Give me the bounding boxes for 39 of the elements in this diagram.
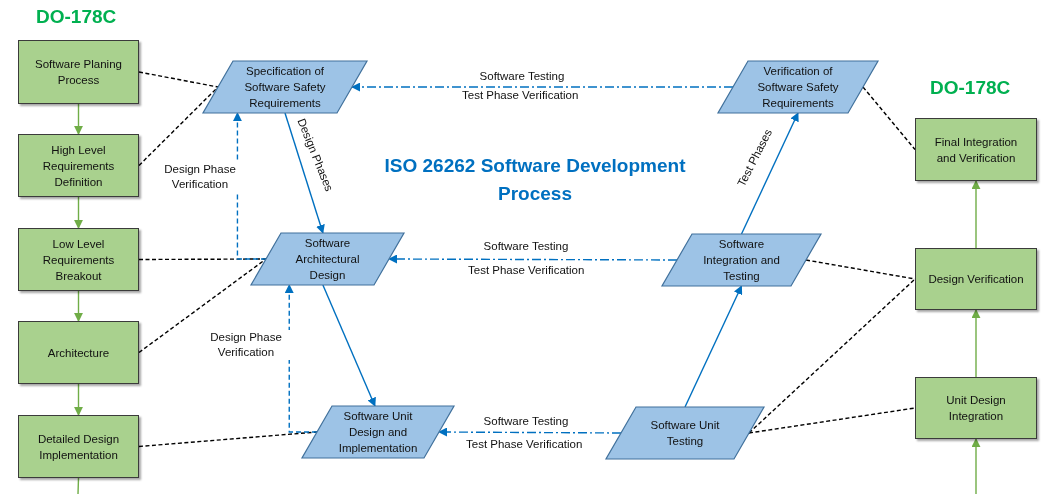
process-box: Low Level Requirements Breakout: [18, 228, 139, 291]
connector-line: [748, 407, 916, 434]
connector-line: [748, 278, 916, 434]
process-box: Software Planing Process: [18, 40, 139, 104]
diagram-title: ISO 26262 Software Development Process: [383, 154, 687, 206]
arrow: [388, 254, 678, 264]
note-label: Test Phase Verification: [468, 264, 585, 276]
process-parallelogram: Software Unit Testing: [606, 407, 764, 459]
connector-line: [138, 71, 219, 88]
arrow: [740, 112, 799, 235]
arrow: [684, 285, 743, 408]
arrow: [351, 82, 734, 92]
connector-line: [77, 477, 80, 494]
standard-heading: DO-178C: [930, 77, 1011, 99]
arrow: [438, 427, 622, 437]
process-box: High Level Requirements Definition: [18, 134, 139, 197]
note-label: Test Phase Verification: [466, 438, 583, 450]
arrow: [971, 438, 981, 494]
process-parallelogram: Software Integration and Testing: [662, 234, 821, 286]
process-box: Final Integration and Verification: [915, 118, 1037, 181]
process-box: Design Verification: [915, 248, 1037, 310]
process-parallelogram: Software Architectural Design: [251, 233, 404, 285]
process-box: Unit Design Integration: [915, 377, 1037, 439]
arrow: [74, 290, 83, 322]
process-parallelogram: Specification of Software Safety Requirements: [203, 61, 367, 113]
arrow: [971, 309, 981, 378]
process-box: Detailed Design Implementation: [18, 415, 139, 478]
standard-heading: DO-178C: [36, 6, 117, 28]
process-parallelogram: Verification of Software Safety Requirements: [718, 61, 878, 113]
arrow: [971, 180, 981, 249]
arrow: [322, 284, 376, 407]
process-box: Architecture: [18, 321, 139, 384]
arrow: [74, 383, 83, 416]
process-parallelogram: Software Unit Design and Implementation: [302, 406, 454, 458]
note-label: Test Phase Verification: [462, 89, 579, 101]
connector-line: [862, 86, 916, 151]
arrow: [74, 196, 83, 229]
arrow: [284, 112, 325, 234]
arrow: [74, 103, 83, 135]
